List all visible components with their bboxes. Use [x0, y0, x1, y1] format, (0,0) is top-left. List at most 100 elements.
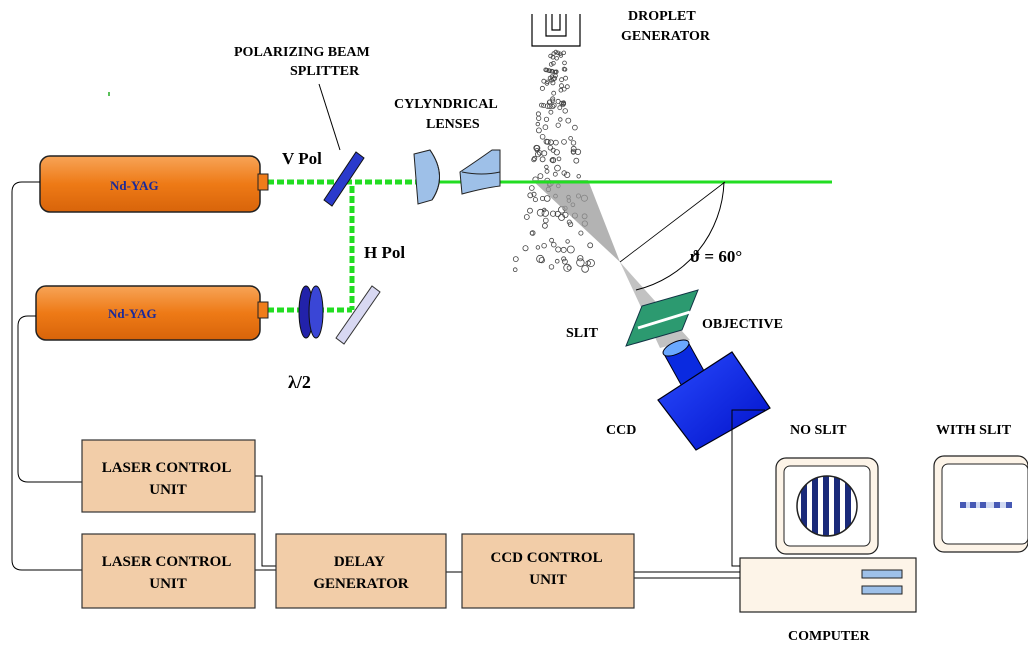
droplet: [565, 117, 572, 124]
droplet: [577, 255, 584, 262]
laser-control-unit-1-label: LASER CONTROL UNIT: [102, 460, 235, 498]
droplet: [536, 254, 545, 263]
droplet: [547, 68, 552, 73]
droplet: [554, 164, 561, 172]
droplet: [533, 144, 540, 152]
droplet: [568, 136, 573, 141]
cylindrical-lenses-label: CYLYNDRICAL LENSES: [394, 97, 500, 132]
droplet: [555, 50, 561, 55]
droplet: [536, 115, 542, 121]
droplet: [542, 124, 549, 130]
droplet: [544, 164, 549, 170]
droplet: [564, 171, 571, 178]
droplet: [557, 105, 563, 111]
droplet: [562, 67, 568, 72]
droplet: [551, 241, 557, 248]
droplet: [559, 83, 564, 89]
laser-bottom-label: Nd-YAG: [108, 306, 157, 321]
droplet: [532, 197, 538, 203]
laser-control-unit-2-label: LASER CONTROL UNIT: [102, 554, 235, 592]
droplet: [578, 230, 584, 236]
droplet: [556, 156, 562, 162]
droplet: [541, 209, 549, 217]
droplet: [566, 245, 575, 254]
droplet: [544, 67, 549, 73]
droplet: [561, 50, 566, 55]
beam-splitter-plate: [323, 151, 365, 207]
laser-top-label: Nd-YAG: [110, 178, 159, 193]
angle-ray: [619, 181, 726, 263]
droplet: [544, 103, 551, 109]
ccd-control-unit-label: CCD CONTROL UNIT: [490, 550, 605, 588]
droplet: [548, 264, 555, 270]
droplet: [539, 134, 546, 140]
droplet: [560, 101, 566, 107]
droplet: [537, 173, 544, 180]
droplet: [570, 145, 577, 152]
droplet: [548, 53, 553, 59]
computer-label: COMPUTER: [788, 629, 871, 644]
droplet: [576, 174, 581, 179]
droplet: [512, 267, 518, 273]
droplet: [551, 90, 557, 96]
droplet: [512, 256, 519, 263]
splitter-pointer: [318, 83, 341, 151]
droplet: [555, 122, 561, 128]
h-pol-label: H Pol: [364, 243, 405, 262]
droplet: [561, 256, 567, 262]
cylindrical-lens-1: [413, 149, 440, 205]
objective-label: OBJECTIVE: [702, 317, 783, 332]
droplet: [565, 239, 570, 244]
droplet: [558, 53, 564, 58]
droplet: [549, 78, 554, 83]
angle-label: ϑ = 60°: [690, 247, 742, 266]
droplet: [536, 127, 542, 134]
droplet: [543, 116, 550, 122]
droplet: [548, 62, 554, 67]
droplet: [539, 102, 544, 108]
droplet: [554, 69, 559, 74]
droplet: [535, 245, 541, 250]
droplet: [562, 211, 569, 218]
droplet: [572, 124, 578, 131]
droplet: [550, 157, 556, 164]
droplet: [539, 156, 546, 163]
droplet: [562, 258, 568, 265]
droplet: [553, 69, 559, 75]
v-pol-label: V Pol: [282, 149, 322, 168]
droplet: [544, 81, 550, 86]
droplet-generator: [531, 14, 581, 47]
monitor-no-slit: [775, 457, 879, 555]
cylindrical-lens-2: [459, 149, 501, 195]
half-wave-label: λ/2: [288, 372, 311, 392]
droplet: [573, 157, 580, 164]
droplet: [535, 121, 540, 127]
slit-label: SLIT: [566, 326, 599, 341]
angle-arc: [635, 181, 725, 291]
droplet: [559, 77, 564, 83]
droplet: [550, 104, 556, 110]
ccd-camera: [657, 339, 771, 451]
lower-mirror: [335, 285, 381, 345]
droplet: [561, 139, 567, 145]
droplet-spray: [512, 49, 595, 273]
droplet: [566, 219, 572, 225]
wiring: [11, 181, 765, 579]
ccd-control-unit: [461, 533, 635, 609]
droplet: [541, 150, 548, 157]
laser-top: [39, 155, 269, 213]
droplet: [551, 60, 556, 66]
slit-plate: [625, 289, 699, 347]
droplet: [543, 195, 551, 202]
polarizing-beam-splitter-label: POLARIZING BEAM SPLITTER: [234, 45, 373, 79]
droplet: [544, 168, 550, 174]
droplet: [560, 246, 567, 253]
droplet: [558, 213, 566, 221]
droplet: [563, 75, 568, 81]
droplet: [552, 171, 558, 177]
laser-beams: [267, 179, 832, 313]
droplet: [536, 208, 545, 217]
droplet: [522, 245, 529, 252]
droplet: [548, 109, 554, 115]
